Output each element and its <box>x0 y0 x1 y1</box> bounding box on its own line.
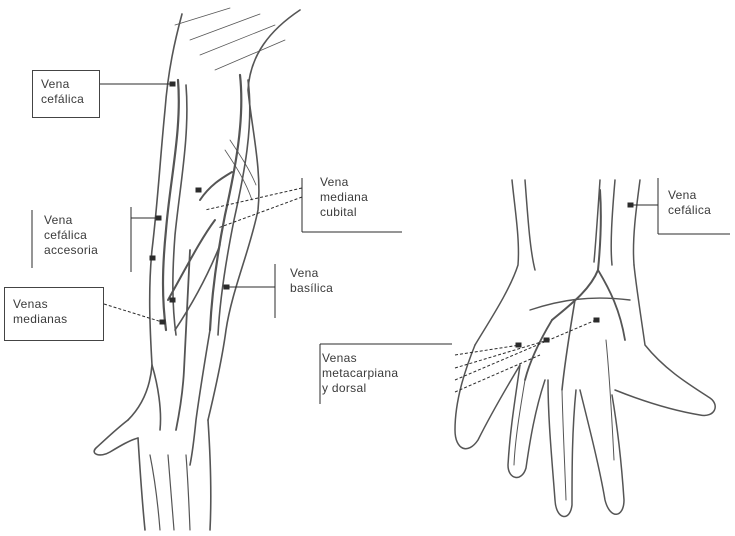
label-cubital-line1: Vena <box>320 175 368 190</box>
tick-cephalic-mid <box>196 188 201 192</box>
label-medianas-line1: Venas <box>13 297 95 312</box>
leader-metacarp-4 <box>455 355 540 392</box>
tick-medianas <box>160 320 165 324</box>
leader-metacarp-2 <box>455 340 548 368</box>
tick-basilica <box>224 285 229 289</box>
label-cubital-line2: mediana <box>320 190 368 205</box>
tick-cefalica <box>170 82 175 86</box>
label-metacarp-line3: y dorsal <box>322 381 398 396</box>
label-accesoria-line3: accesoria <box>44 243 98 258</box>
label-vena-cefalica-hand: Vena cefálica <box>668 188 711 218</box>
label-metacarp-line2: metacarpiana <box>322 366 398 381</box>
label-cefalica-hand-line1: Vena <box>668 188 711 203</box>
label-vena-cefalica: Vena cefálica <box>32 70 100 118</box>
leader-metacarp-3 <box>455 320 596 380</box>
label-cubital-line3: cubital <box>320 205 368 220</box>
tick-metacarp-3 <box>594 318 599 322</box>
label-vena-cefalica-line2: cefálica <box>41 92 91 107</box>
tick-basilica-2 <box>170 298 175 302</box>
label-cefalica-hand-line2: cefálica <box>668 203 711 218</box>
label-venas-metacarpiana-dorsal: Venas metacarpiana y dorsal <box>322 351 398 396</box>
tick-metacarp-1 <box>516 343 521 347</box>
label-basilica-line1: Vena <box>290 266 333 281</box>
label-vena-mediana-cubital: Vena mediana cubital <box>320 175 368 220</box>
tick-accesoria-2 <box>150 256 155 260</box>
leader-cubital-1 <box>205 188 302 210</box>
leader-cubital-2 <box>218 197 302 228</box>
leader-metacarp-1 <box>455 345 520 355</box>
label-basilica-line2: basílica <box>290 281 333 296</box>
leader-medianas <box>104 304 162 322</box>
label-accesoria-line1: Vena <box>44 213 98 228</box>
tick-cefalica-hand <box>628 203 633 207</box>
label-medianas-line2: medianas <box>13 312 95 327</box>
label-vena-basilica: Vena basílica <box>290 266 333 296</box>
label-venas-medianas: Venas medianas <box>4 287 104 341</box>
tick-accesoria <box>156 216 161 220</box>
label-accesoria-line2: cefálica <box>44 228 98 243</box>
label-vena-cefalica-accesoria: Vena cefálica accesoria <box>44 213 98 258</box>
label-metacarp-line1: Venas <box>322 351 398 366</box>
tick-metacarp-2 <box>544 338 549 342</box>
label-vena-cefalica-line1: Vena <box>41 77 91 92</box>
